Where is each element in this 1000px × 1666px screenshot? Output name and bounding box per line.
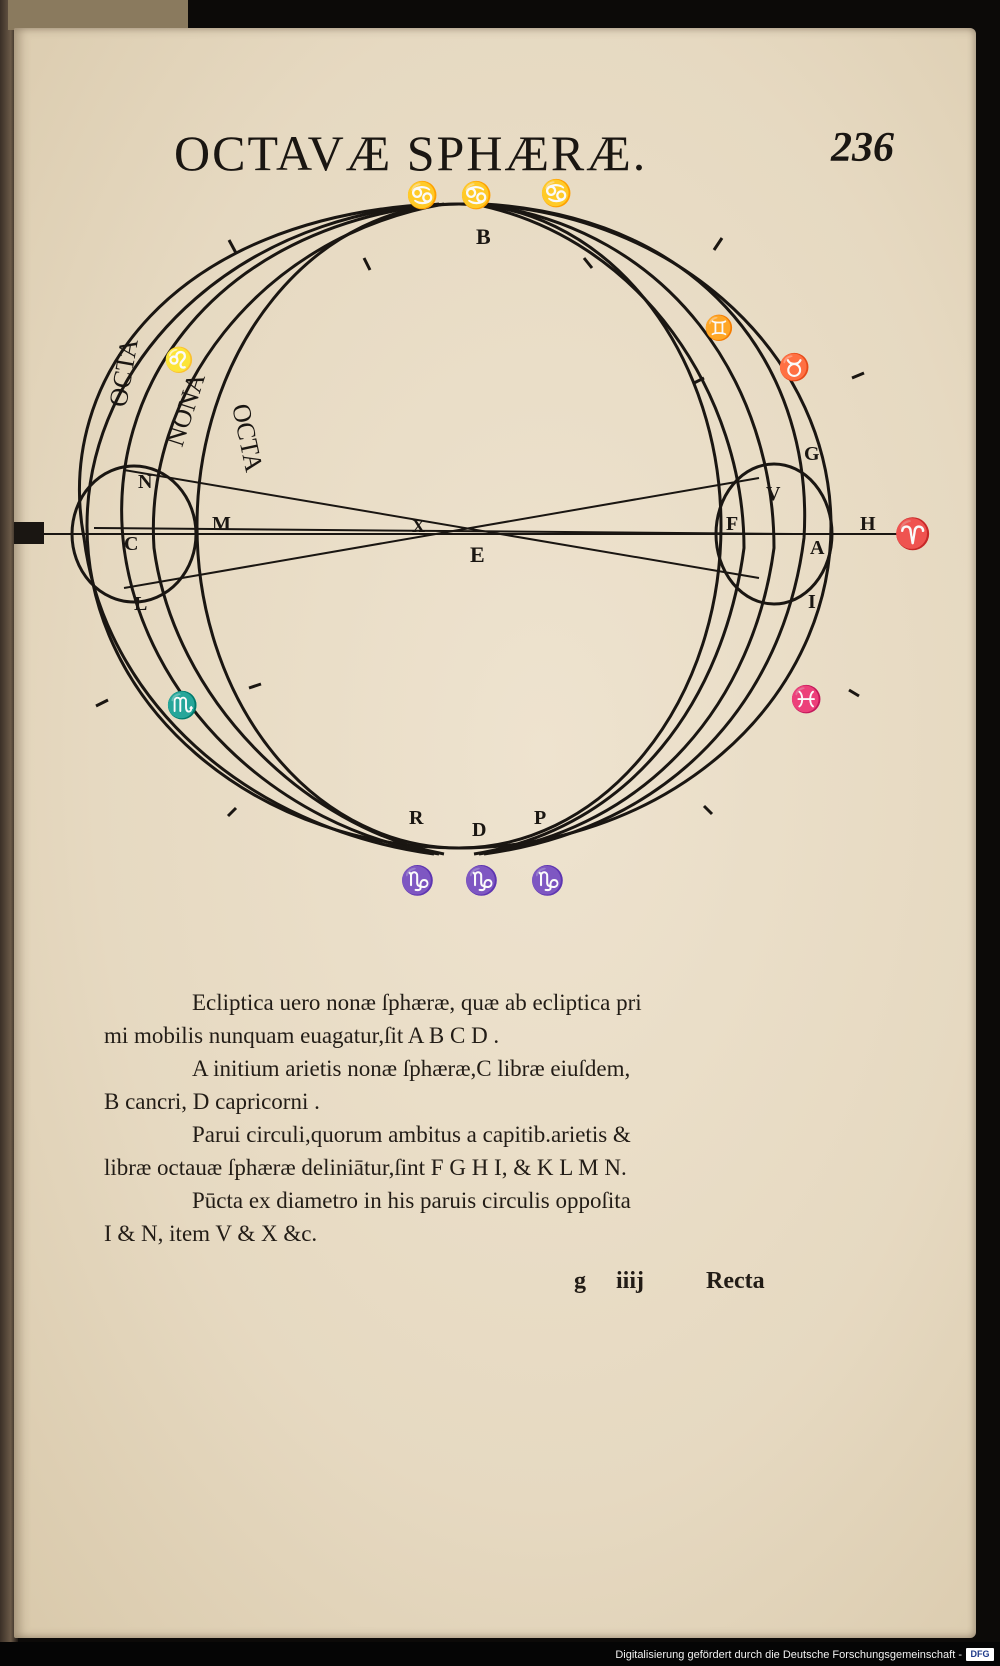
diagram-svg: OCTA NONA OCTA B D R P E F H A V G I M C… [14,178,931,897]
point-label-i: I [808,591,816,613]
page-number: 236 [831,125,894,171]
point-label-h: H [860,513,876,535]
tick [851,371,865,380]
body-line: A initium arietis nonæ ſphæræ,C libræ ei… [192,1056,631,1081]
sign-cancer-left: ♋ [406,180,438,210]
footer-bar: Digitalisierung gefördert durch die Deut… [0,1642,1000,1666]
right-band-arc-1 [483,202,807,856]
point-label-r: R [409,807,424,829]
left-band-arc-2 [120,202,440,856]
band-label-octa-outer: OCTA [103,336,144,409]
body-line: I & N, item V & X &c. [104,1221,318,1246]
sign-pisces: ♓ [790,684,822,714]
point-label-c: C [124,533,138,555]
right-band-arc-3 [473,202,746,856]
point-label-x: X [412,516,425,536]
sign-capricorn-center: ♑ [464,864,499,897]
tick [95,698,109,708]
tick [702,804,714,816]
sign-aries-right: ♈ [894,516,931,551]
body-line: B cancri, D capricorni . [104,1089,320,1114]
sign-taurus: ♉ [778,352,810,382]
body-text: Ecliptica uero nonæ ſphæræ, quæ ab eclip… [104,986,784,1250]
left-band-arc-1 [78,202,435,856]
dfg-logo: DFG [966,1648,994,1661]
sign-capricorn-left: ♑ [400,864,435,897]
signature-mark: g [574,1268,586,1294]
tick [362,257,372,271]
point-label-f: F [726,513,738,535]
book-page: OCTAVÆ SPHÆRÆ. 236 [14,28,976,1638]
tick [712,237,724,251]
right-band-arc-2 [478,202,776,856]
point-label-n: N [138,471,153,493]
axis-knob-left [14,522,44,544]
point-label-m: M [212,513,231,535]
tick [582,257,594,269]
armillary-diagram: OCTA NONA OCTA B D R P E F H A V G I M C… [14,178,976,958]
body-line: Pūcta ex diametro in his paruis circulis… [192,1188,631,1213]
point-label-e: E [470,542,485,567]
point-label-b: B [476,224,491,249]
sign-cancer-center: ♋ [460,180,492,210]
cross-line-3 [93,527,795,535]
footer-credit: Digitalisierung gefördert durch die Deut… [615,1649,962,1661]
body-line: Ecliptica uero nonæ ſphæræ, quæ ab eclip… [192,990,642,1015]
tick [848,688,860,698]
band-label-octa-inner: OCTA [226,401,269,474]
left-band-arc-3 [151,202,445,856]
cross-line-2 [123,477,760,589]
body-line: Parui circuli,quorum ambitus a capitib.a… [192,1122,631,1147]
sign-gemini: ♊ [704,314,734,342]
point-label-a: A [810,537,825,559]
signature-number: iiij [616,1268,644,1294]
band-label-nona: NONA [160,369,211,450]
top-binding-strip [8,0,188,30]
sign-cancer-right: ♋ [540,178,572,208]
body-line: libræ octauæ ſphæræ deliniātur,ſint F G … [104,1155,627,1180]
sign-capricorn-right: ♑ [530,864,565,897]
sign-leo: ♌ [164,346,194,374]
sign-scorpio: ♏ [166,690,198,720]
tick [226,806,238,818]
tick [248,682,262,690]
point-label-l: L [134,593,147,615]
body-line: mi mobilis nunquam euagatur,ſit A B C D … [104,1023,500,1048]
point-label-g: G [804,443,820,465]
point-label-p: P [534,807,546,829]
catchword: Recta [706,1268,765,1294]
tick [693,376,705,385]
tick [227,239,238,254]
cross-line-1 [123,469,760,579]
running-title: OCTAVÆ SPHÆRÆ. [174,125,648,181]
book-spine [0,0,18,1666]
point-label-d: D [472,819,486,841]
page-header: OCTAVÆ SPHÆRÆ. 236 [154,124,894,184]
point-label-v: V [766,483,781,505]
